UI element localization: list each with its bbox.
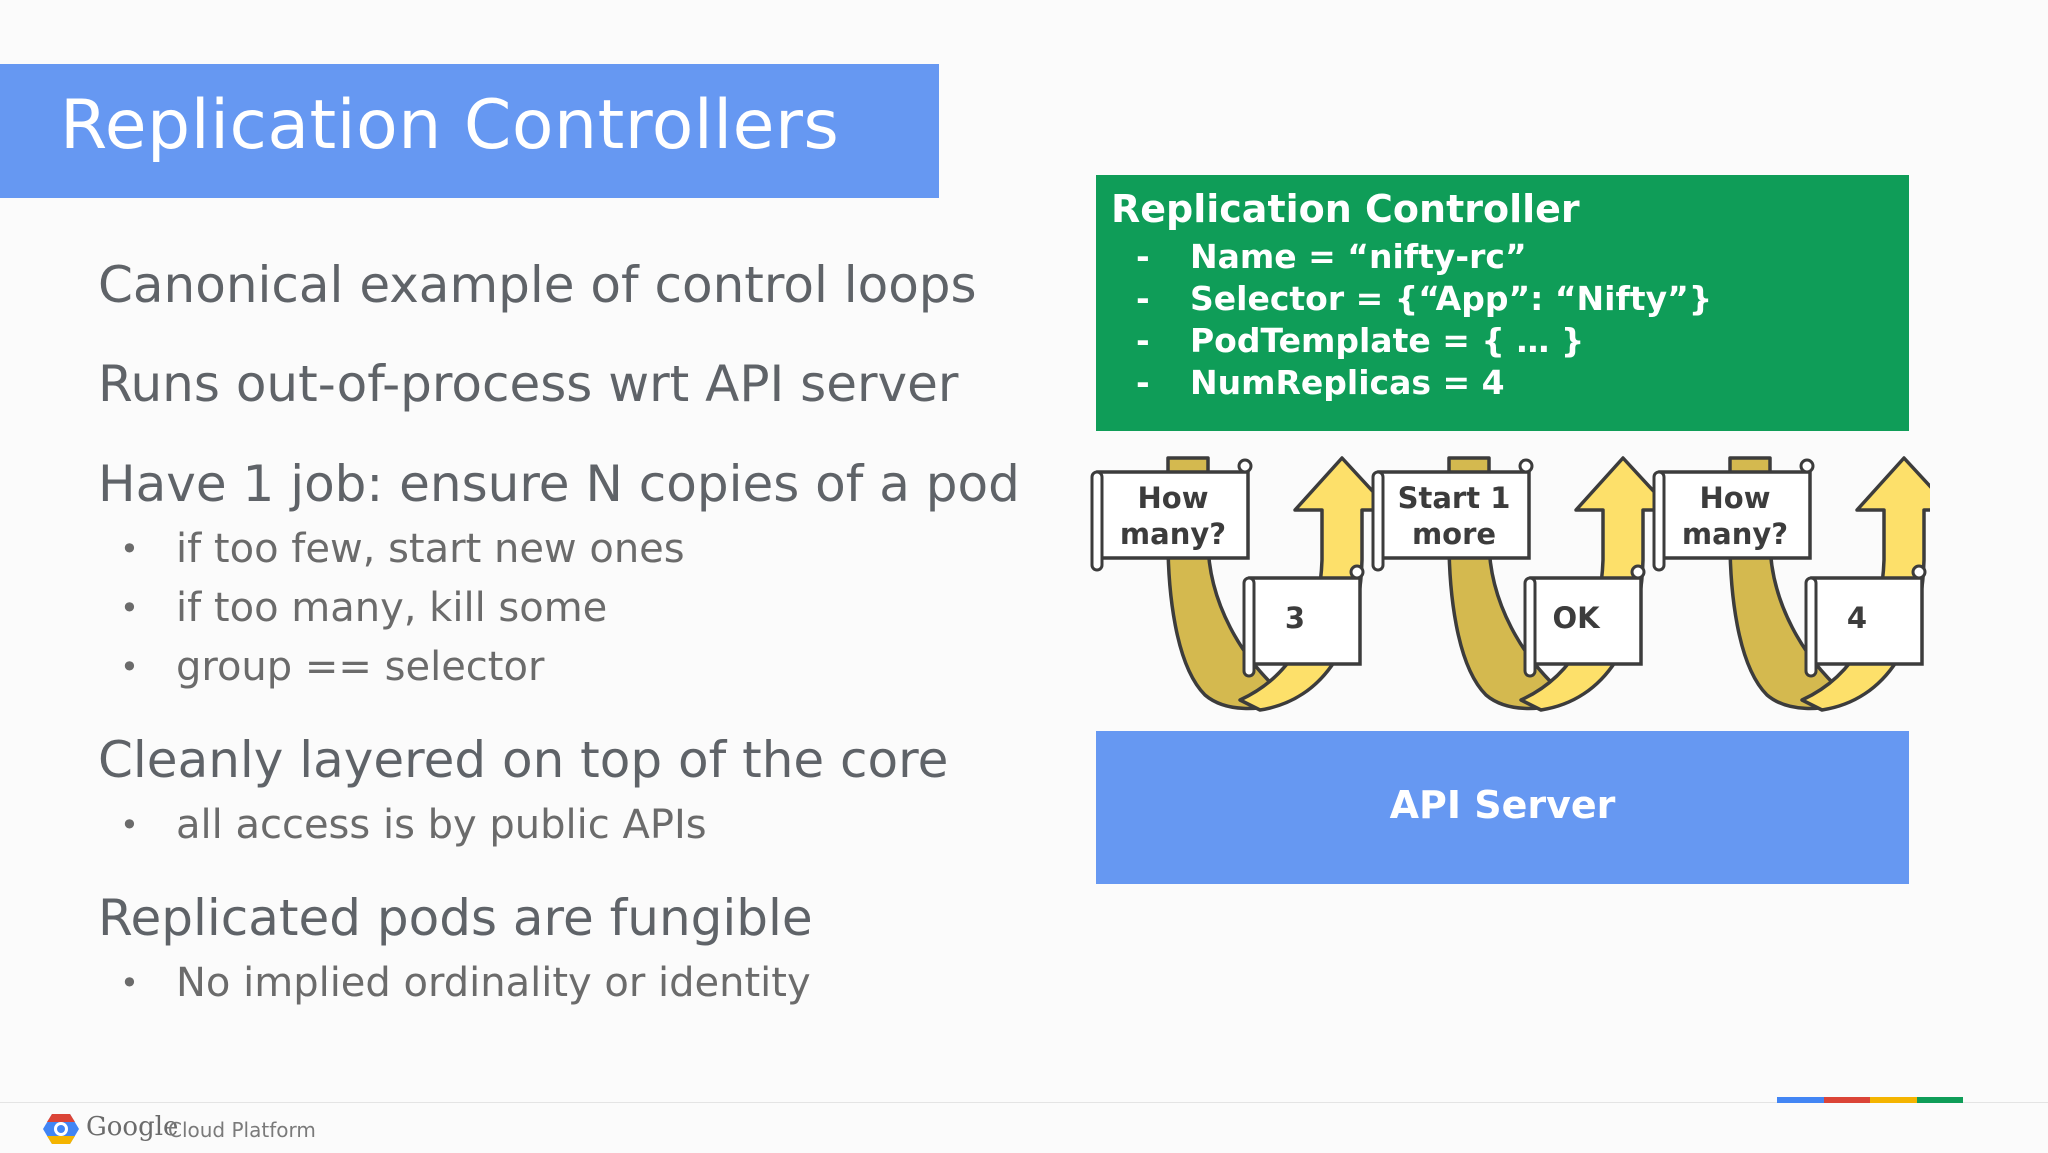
google-cloud-hexagon-icon [43, 1114, 79, 1144]
query-label: How [1700, 481, 1771, 515]
control-loops-diagram: How many? 3 Start 1 more OK How many? 4 [1090, 456, 1930, 712]
reply-label: 4 [1847, 601, 1867, 635]
title-banner: Replication Controllers [0, 64, 939, 198]
control-loop-3: How many? 4 [1652, 456, 1930, 712]
google-wordmark: Google [86, 1112, 179, 1142]
sub-bullet-text: if too many, kill some [176, 585, 608, 631]
strip-red [1823, 1097, 1870, 1103]
sub-bullet-text: group == selector [176, 644, 545, 690]
api-server-label: API Server [1389, 783, 1616, 827]
bullet-dot: • [120, 648, 139, 686]
bullet-dot: • [120, 964, 139, 1002]
rc-field-numreplicas: - NumReplicas = 4 [1136, 363, 1505, 402]
replication-controller-box: Replication Controller - Name = “nifty-rc… [1096, 175, 1909, 431]
footer-divider [0, 1102, 2048, 1103]
rc-field-podtemplate: - PodTemplate = { … } [1136, 321, 1584, 360]
strip-blue [1777, 1097, 1824, 1103]
rc-field-selector: - Selector = {“App”: “Nifty”} [1136, 279, 1712, 318]
query-label: Start 1 [1398, 481, 1511, 515]
footer-product-name: Cloud Platform [168, 1118, 316, 1142]
query-label: more [1412, 517, 1496, 551]
bullet-one-job: Have 1 job: ensure N copies of a pod [98, 455, 1020, 513]
rc-field-text: NumReplicas = 4 [1190, 363, 1505, 402]
rc-dash: - [1136, 237, 1150, 276]
rc-field-text: Selector = {“App”: “Nifty”} [1190, 279, 1713, 318]
strip-yellow [1870, 1097, 1917, 1103]
sub-bullet-text: No implied ordinality or identity [176, 960, 811, 1006]
query-label: many? [1682, 517, 1788, 551]
slide-title: Replication Controllers [60, 86, 840, 165]
bullet-out-of-process: Runs out-of-process wrt API server [98, 355, 959, 413]
query-label: many? [1120, 517, 1226, 551]
rc-field-text: Name = “nifty-rc” [1190, 237, 1527, 276]
rc-dash: - [1136, 321, 1150, 360]
sub-bullet-text: all access is by public APIs [176, 802, 707, 848]
reply-label: OK [1552, 601, 1601, 635]
control-loop-1: How many? 3 [1090, 456, 1392, 712]
rc-dash: - [1136, 363, 1150, 402]
brand-color-strip [1777, 1097, 1963, 1103]
query-label: How [1138, 481, 1209, 515]
sub-bullet-text: if too few, start new ones [176, 526, 685, 572]
bullet-cleanly-layered: Cleanly layered on top of the core [98, 731, 949, 789]
strip-green [1916, 1097, 1963, 1103]
bullet-dot: • [120, 530, 139, 568]
bullet-dot: • [120, 589, 139, 627]
bullet-fungible: Replicated pods are fungible [98, 889, 813, 947]
rc-dash: - [1136, 279, 1150, 318]
reply-label: 3 [1285, 601, 1305, 635]
bullet-control-loops: Canonical example of control loops [98, 256, 977, 314]
control-loop-2: Start 1 more OK [1371, 456, 1673, 712]
rc-heading: Replication Controller [1111, 187, 1580, 231]
bullet-dot: • [120, 806, 139, 844]
rc-field-text: PodTemplate = { … } [1190, 321, 1585, 360]
rc-field-name: - Name = “nifty-rc” [1136, 237, 1527, 276]
api-server-box: API Server [1096, 731, 1909, 884]
